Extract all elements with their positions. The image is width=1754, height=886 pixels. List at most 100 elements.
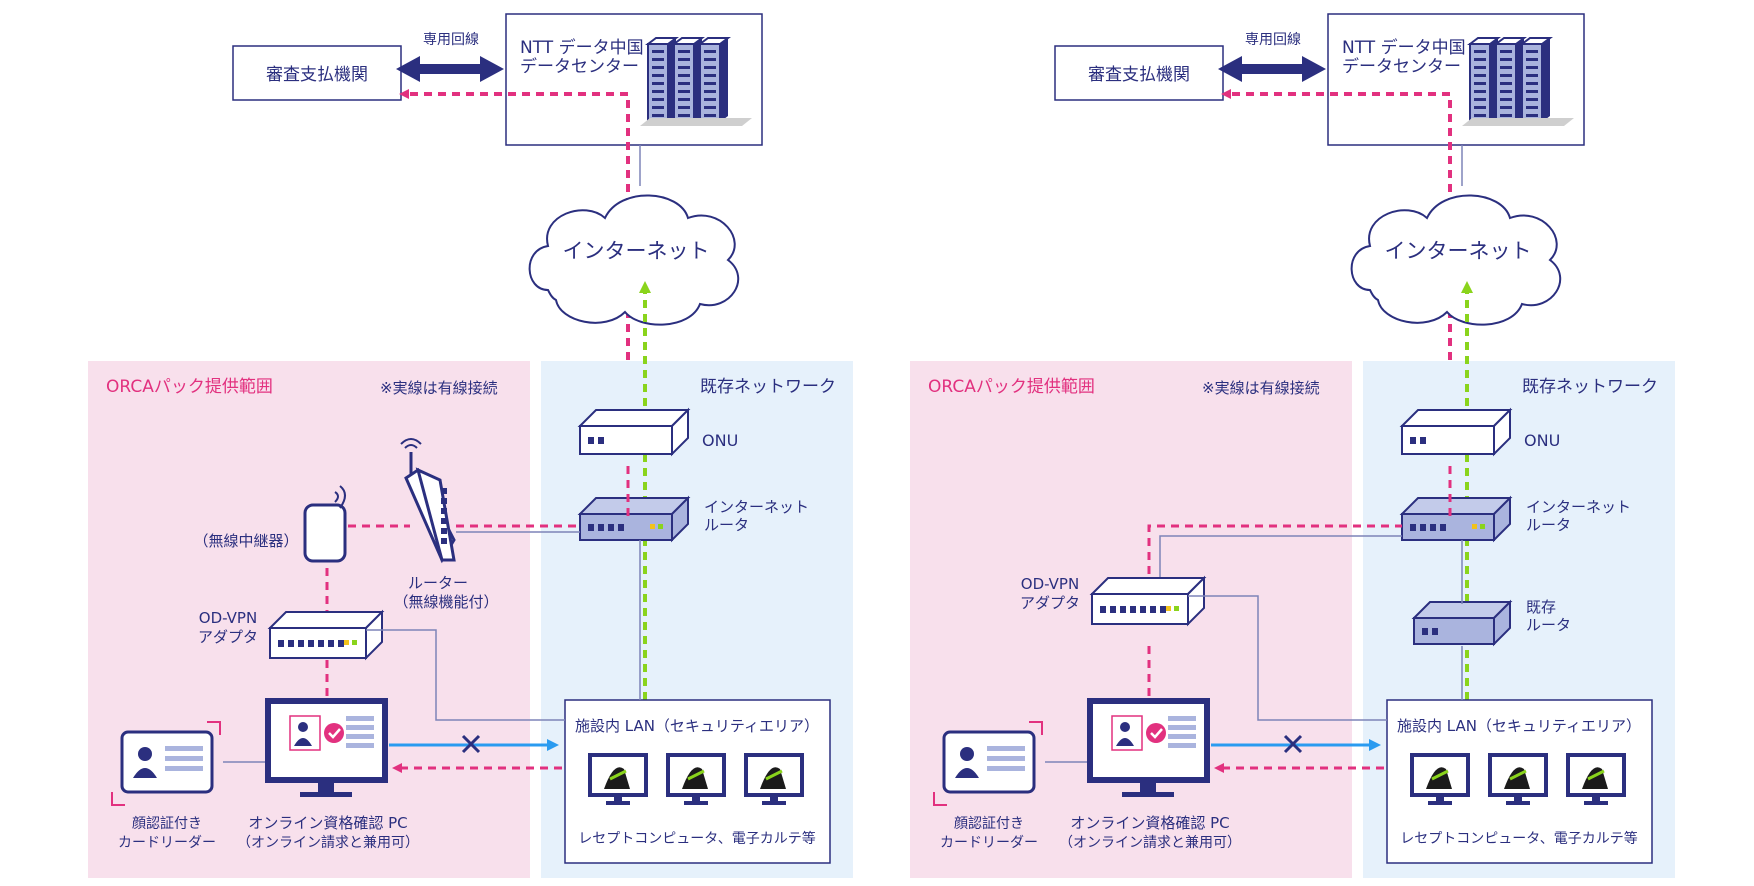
pc-screen bbox=[1087, 698, 1210, 783]
onu-device bbox=[1399, 407, 1513, 457]
server-slot bbox=[1526, 90, 1538, 93]
server-slot bbox=[1526, 50, 1538, 53]
card-line bbox=[165, 746, 203, 751]
datacenter-label-line1: NTT データ中国 bbox=[520, 37, 644, 58]
monitor-figure-accent bbox=[1587, 769, 1605, 781]
wired-note: ※実線は有線接続 bbox=[1202, 379, 1320, 397]
internet-router-device bbox=[577, 495, 691, 543]
device-front bbox=[579, 513, 673, 541]
lan-monitor-1 bbox=[1410, 753, 1470, 805]
monitor-neck bbox=[614, 795, 622, 801]
monitor-neck bbox=[692, 795, 700, 801]
led bbox=[1174, 606, 1179, 611]
server-slot bbox=[1500, 82, 1512, 85]
server-side bbox=[720, 38, 728, 122]
monitor-figure-accent bbox=[765, 769, 783, 781]
cloud-shape bbox=[528, 194, 740, 326]
server-slot bbox=[704, 82, 716, 85]
router-port bbox=[441, 488, 447, 494]
wifi-icon bbox=[400, 438, 422, 449]
internet-router-label-line1: インターネット bbox=[704, 498, 809, 516]
server-slot bbox=[652, 74, 664, 77]
pc-face-head bbox=[1120, 722, 1130, 732]
port bbox=[288, 640, 294, 647]
existing-network-label: 既存ネットワーク bbox=[700, 377, 836, 397]
pc-neck bbox=[318, 780, 334, 792]
led bbox=[658, 524, 663, 529]
face-card-reader bbox=[111, 721, 221, 806]
monitor-neck bbox=[1592, 795, 1600, 801]
device-front bbox=[579, 425, 673, 455]
pc-screen-line bbox=[346, 725, 374, 730]
server-shadow bbox=[640, 118, 752, 126]
pc-face-body bbox=[294, 738, 312, 746]
monitor-figure-accent bbox=[1431, 769, 1449, 781]
internet-router-label-line2: ルータ bbox=[704, 516, 749, 534]
server-slot bbox=[652, 82, 664, 85]
led bbox=[1166, 606, 1171, 611]
server-slot bbox=[678, 66, 690, 69]
router-label-line1: ルーター bbox=[408, 574, 468, 592]
led bbox=[1480, 524, 1485, 529]
internet-cloud bbox=[528, 194, 740, 326]
monitor-figure-accent bbox=[687, 769, 705, 781]
pc-screen-line bbox=[1168, 716, 1196, 721]
wired-line-odvpn-lan bbox=[366, 629, 565, 721]
cloud-shape bbox=[1350, 194, 1562, 326]
datacenter-label-line1: NTT データ中国 bbox=[1342, 37, 1466, 58]
check-mark bbox=[1150, 728, 1163, 739]
monitor-neck bbox=[1436, 795, 1444, 801]
pc-screen-line bbox=[1168, 743, 1196, 748]
port bbox=[598, 437, 604, 444]
internet-label: インターネット bbox=[1385, 239, 1532, 263]
wireless-repeater bbox=[303, 485, 347, 563]
reader-corner bbox=[111, 792, 125, 806]
internet-router-label-line2: ルータ bbox=[1526, 516, 1571, 534]
lan-caption: レセプトコンピュータ、電子カルテ等 bbox=[1400, 830, 1638, 847]
card-line bbox=[165, 766, 203, 771]
port bbox=[308, 640, 314, 647]
lan-monitor-2 bbox=[666, 753, 726, 805]
server-slot bbox=[652, 90, 664, 93]
lan-monitor-3 bbox=[1566, 753, 1626, 805]
port bbox=[1140, 606, 1146, 613]
odvpn-label-line1: OD-VPN bbox=[199, 609, 257, 627]
existing-network-label: 既存ネットワーク bbox=[1522, 377, 1658, 397]
existing-router-label-line2: ルータ bbox=[1526, 616, 1571, 634]
face-reader-label-line1: 顔認証付き bbox=[954, 816, 1024, 832]
server-slot bbox=[1500, 66, 1512, 69]
shinsa-label: 審査支払機関 bbox=[1088, 65, 1190, 85]
server-slot bbox=[678, 74, 690, 77]
pc-screen-line bbox=[1168, 725, 1196, 730]
server-slot bbox=[1474, 106, 1486, 109]
server-slot bbox=[652, 66, 664, 69]
x-mark bbox=[461, 734, 481, 754]
lan-title: 施設内 LAN（セキュリティエリア） bbox=[575, 717, 819, 735]
shinsa-box bbox=[232, 45, 402, 101]
server-slot bbox=[678, 58, 690, 61]
person-head bbox=[960, 747, 974, 761]
shinsa-box bbox=[1054, 45, 1224, 101]
pc-base bbox=[1122, 792, 1174, 797]
port bbox=[1430, 524, 1436, 531]
dedicated-line-arrow bbox=[1218, 56, 1326, 82]
card-line bbox=[165, 756, 203, 761]
face-reader-label-line1: 顔認証付き bbox=[132, 816, 202, 832]
pc-screen-line bbox=[1168, 734, 1196, 739]
internet-router-label-line1: インターネット bbox=[1526, 498, 1631, 516]
x-mark bbox=[1283, 734, 1303, 754]
monitor-base bbox=[606, 801, 630, 805]
person-body bbox=[133, 768, 157, 778]
led bbox=[344, 640, 349, 645]
server-slot bbox=[652, 114, 664, 117]
online-pc-label-line2: （オンライン請求と兼用可） bbox=[237, 835, 419, 851]
server-slot bbox=[1526, 74, 1538, 77]
monitor-figure-accent bbox=[1509, 769, 1527, 781]
server-slot bbox=[1474, 114, 1486, 117]
dedicated-line-label: 専用回線 bbox=[1245, 32, 1301, 48]
pink-odvpn-inet bbox=[1147, 524, 1402, 602]
server-slot bbox=[1500, 74, 1512, 77]
diagram-1: ORCAパック提供範囲※実線は有線接続既存ネットワーク審査支払機関NTT データ… bbox=[88, 13, 853, 878]
server-slot bbox=[1526, 66, 1538, 69]
router-label-line2: （無線機能付） bbox=[393, 593, 498, 611]
